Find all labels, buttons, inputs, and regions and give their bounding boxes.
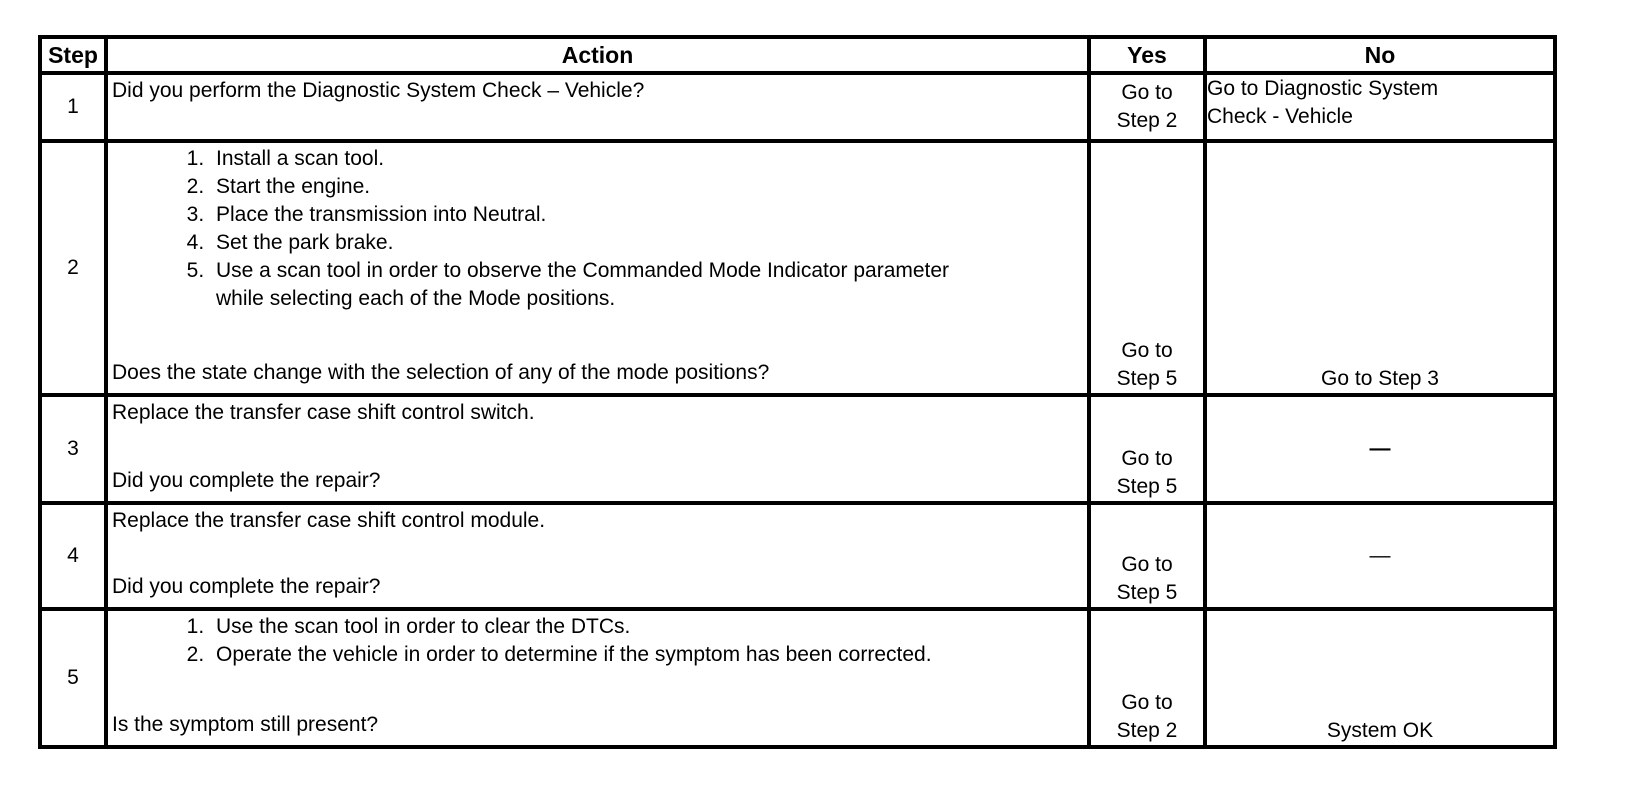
action-main-text: Replace the transfer case shift control … [112, 509, 546, 532]
action-list-item: Place the transmission into Neutral. [210, 201, 1083, 229]
action-list-item: Set the park brake. [210, 229, 1083, 257]
step-number: 3 [38, 393, 108, 505]
action-question: Did you complete the repair? [112, 575, 381, 598]
header-action: Action [104, 35, 1091, 75]
header-no: No [1203, 35, 1557, 75]
yes-cell: Go to Step 2 [1087, 607, 1207, 749]
yes-cell: Go to Step 5 [1087, 501, 1207, 611]
step-number: 4 [38, 501, 108, 611]
header-step: Step [38, 35, 108, 75]
action-main-text: Replace the transfer case shift control … [112, 401, 535, 424]
no-cell-dash: — [1203, 393, 1557, 505]
action-list-item: Start the engine. [210, 173, 1083, 201]
action-list-item: Use the scan tool in order to clear the … [210, 613, 1083, 641]
table-row-step-2: 2 Install a scan tool. Start the engine.… [38, 139, 1557, 397]
no-cell-dash: — [1203, 501, 1557, 611]
header-yes: Yes [1087, 35, 1207, 75]
action-list: Use the scan tool in order to clear the … [112, 613, 1083, 669]
action-list-item: Operate the vehicle in order to determin… [210, 641, 1083, 669]
yes-cell: Go to Step 5 [1087, 393, 1207, 505]
action-main-text: Did you perform the Diagnostic System Ch… [112, 79, 645, 102]
action-list-item: Install a scan tool. [210, 145, 1083, 173]
table-row-step-4: 4 Replace the transfer case shift contro… [38, 501, 1557, 611]
yes-cell: Go to Step 5 [1087, 139, 1207, 397]
no-cell: Go to Diagnostic System Check - Vehicle [1203, 71, 1557, 143]
no-cell: System OK [1203, 607, 1557, 749]
step-number: 5 [38, 607, 108, 749]
step-number: 2 [38, 139, 108, 397]
action-list-item: Use a scan tool in order to observe the … [210, 257, 1083, 313]
table-header-row: Step Action Yes No [38, 35, 1557, 75]
action-question: Is the symptom still present? [112, 713, 379, 736]
table-row-step-1: 1 Did you perform the Diagnostic System … [38, 71, 1557, 143]
step-number: 1 [38, 71, 108, 143]
diagnostic-table: Step Action Yes No 1 Did you perform the… [38, 35, 1557, 749]
no-cell: Go to Step 3 [1203, 139, 1557, 397]
action-question: Did you complete the repair? [112, 469, 381, 492]
table-row-step-5: 5 Use the scan tool in order to clear th… [38, 607, 1557, 749]
table-row-step-3: 3 Replace the transfer case shift contro… [38, 393, 1557, 505]
action-list: Install a scan tool. Start the engine. P… [112, 145, 1083, 313]
yes-cell: Go to Step 2 [1087, 71, 1207, 143]
action-question: Does the state change with the selection… [112, 361, 770, 384]
